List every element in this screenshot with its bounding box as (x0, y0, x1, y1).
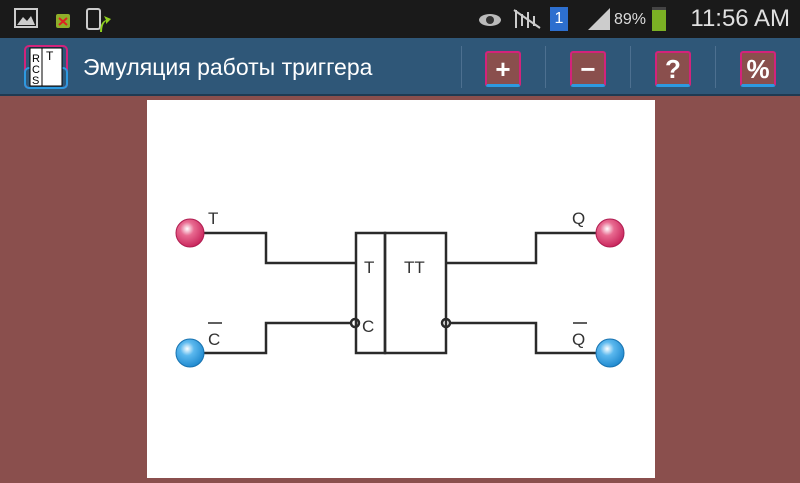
wire-t (204, 231, 356, 265)
output-q-led (595, 218, 625, 248)
eye-icon (479, 14, 501, 26)
zoom-out-button[interactable]: − (570, 51, 606, 87)
label-q-bar: Q (572, 330, 585, 349)
status-bar: 1 89% 11:56 AM (0, 0, 800, 38)
pin-t-label: T (364, 258, 374, 277)
clock: 11:56 AM (690, 5, 790, 32)
inversion-bubble (440, 317, 452, 329)
battery-percent: 89% (614, 11, 647, 28)
label-t: T (208, 209, 218, 228)
divider (545, 46, 546, 88)
app-title: Эмуляция работы триггера (83, 54, 373, 80)
logo-letter: R (32, 53, 40, 65)
wire-q-bar (450, 321, 596, 355)
label-q: Q (572, 209, 585, 228)
mute-icon (513, 9, 541, 29)
divider (715, 46, 716, 88)
inversion-bubble (349, 317, 361, 329)
output-q-bar-led (595, 338, 625, 368)
phone-upload-icon (86, 8, 111, 32)
block-type-label: TT (404, 258, 425, 277)
battery-icon (652, 7, 666, 31)
logo-letter: S (32, 75, 39, 87)
image-icon (14, 8, 38, 28)
sim-icon: 1 (550, 7, 568, 31)
divider (461, 46, 462, 88)
percent-button[interactable]: % (740, 51, 776, 87)
logo-letter: T (46, 49, 54, 63)
app-logo-icon: R C S T (24, 45, 68, 89)
pin-c-label: C (362, 317, 374, 336)
trigger-circuit: T C Q Q T C TT (175, 209, 625, 368)
android-debug-icon (56, 14, 70, 28)
label-c-bar: C (208, 330, 220, 349)
trigger-block (383, 231, 448, 355)
wire-q (446, 231, 596, 265)
logo-letter: C (32, 64, 40, 76)
wire-c (204, 321, 352, 355)
input-c-led[interactable] (175, 338, 205, 368)
help-button[interactable]: ? (655, 51, 691, 87)
input-t-led[interactable] (175, 218, 205, 248)
divider (630, 46, 631, 88)
action-bar: R C S T Эмуляция работы триггера + − ? % (0, 38, 800, 96)
zoom-in-button[interactable]: + (485, 51, 521, 87)
signal-icon (588, 8, 610, 30)
circuit-panel: T C Q Q T C TT (147, 100, 655, 478)
